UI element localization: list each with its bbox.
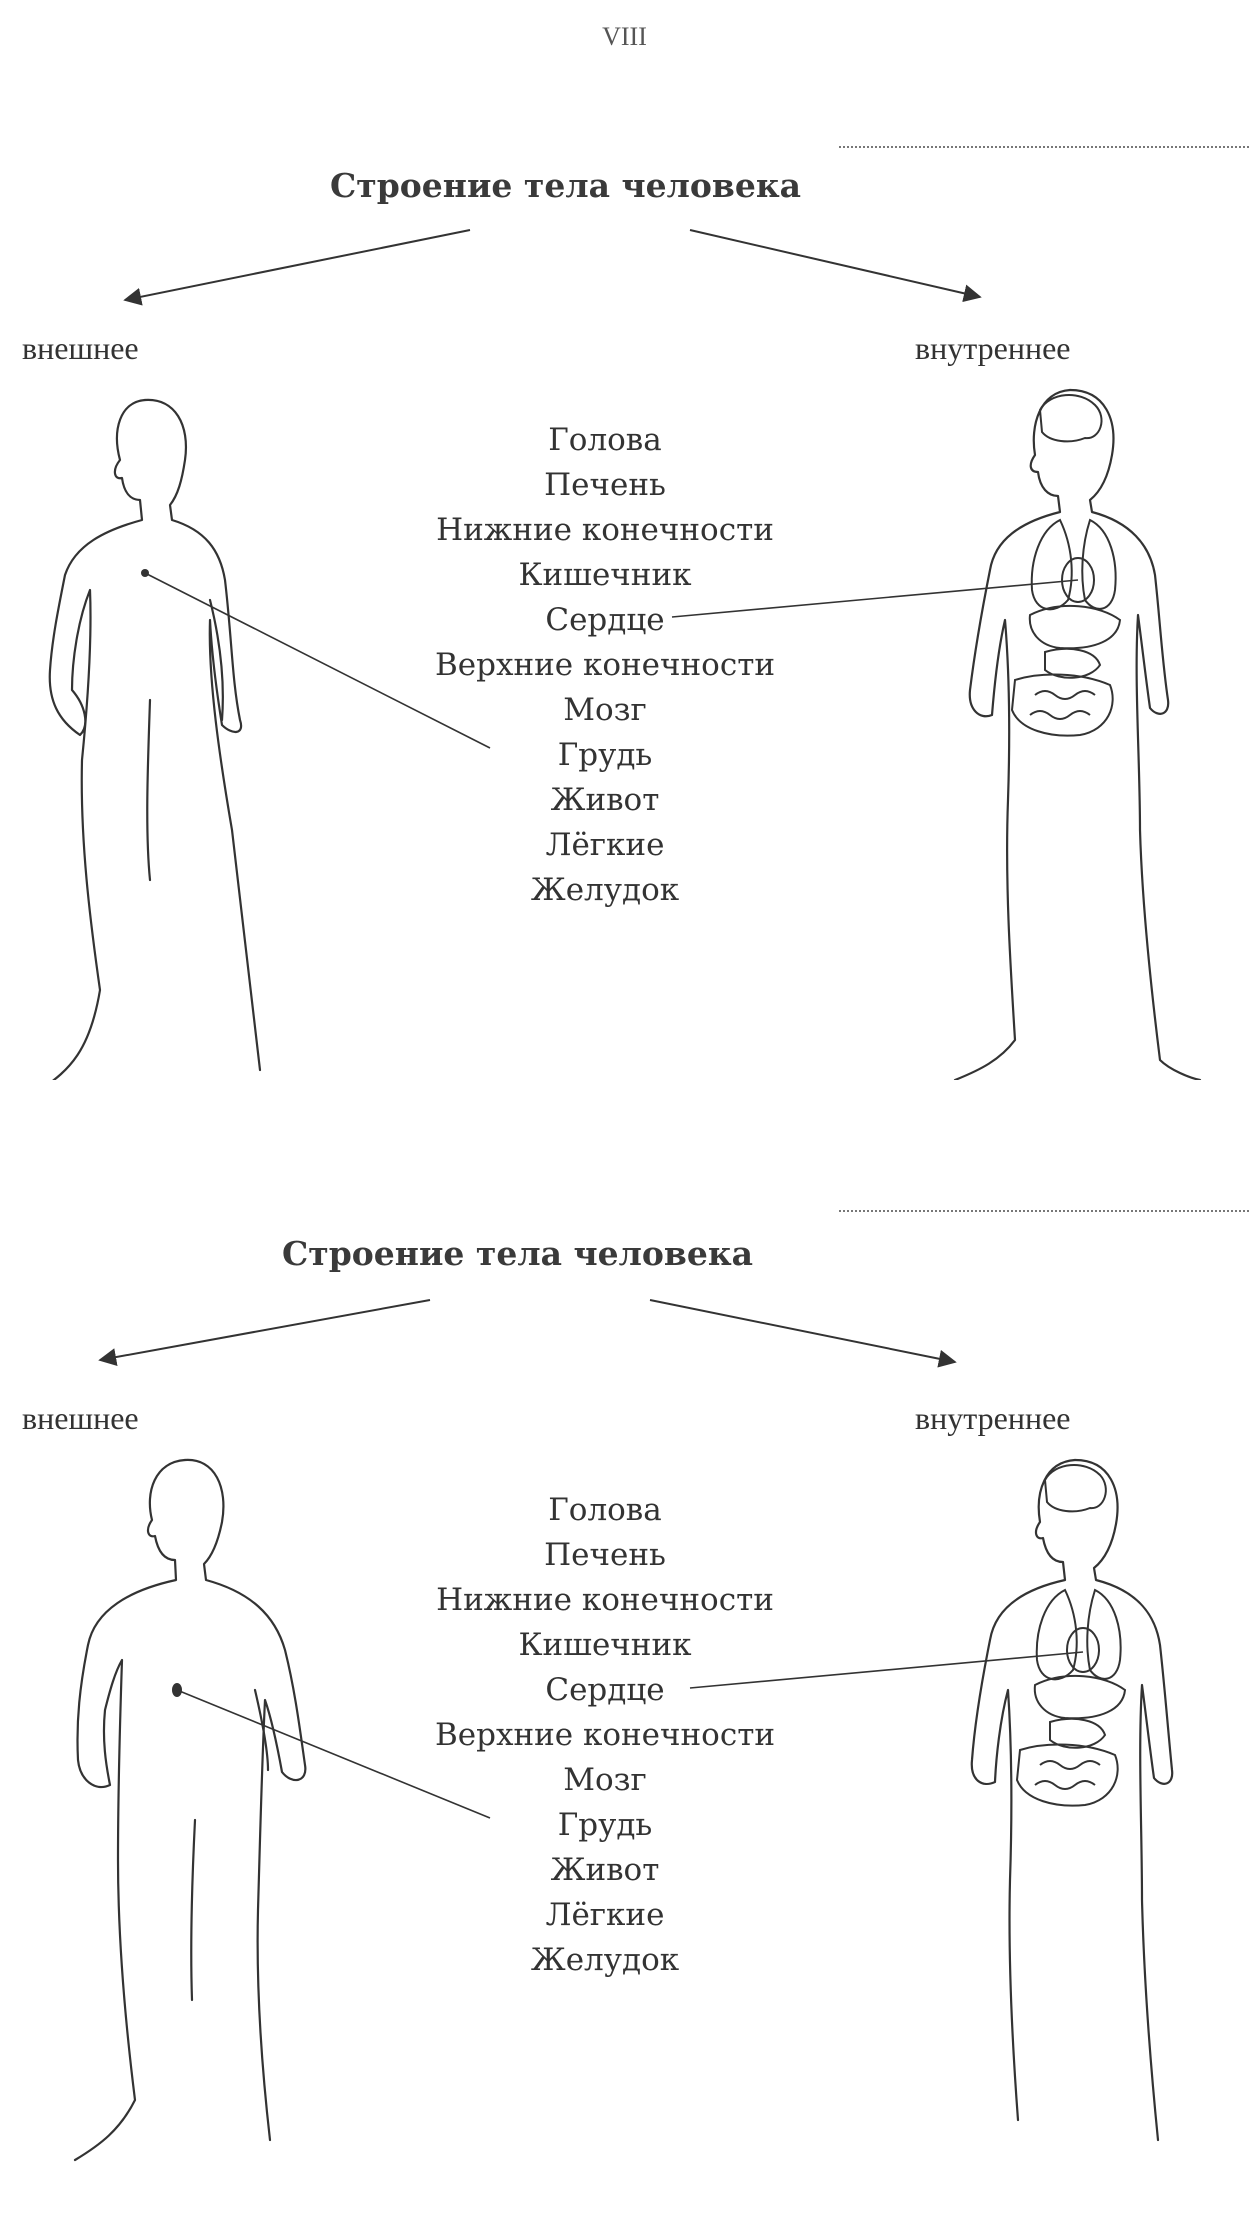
diagram-drawing — [73, 1299, 1174, 2162]
label-internal: внутреннее — [915, 330, 1071, 366]
term-item[interactable]: Кишечник — [518, 557, 692, 593]
term-item[interactable]: Печень — [544, 467, 666, 503]
term-item[interactable]: Мозг — [563, 1762, 647, 1798]
term-item[interactable]: Живот — [550, 1852, 660, 1888]
heart-connector — [689, 1651, 1084, 1689]
section-title: Строение тела человека — [282, 1234, 754, 1273]
arrow-left — [98, 1299, 431, 1366]
external-body-figure — [73, 1458, 307, 2162]
term-item[interactable]: Печень — [544, 1537, 666, 1573]
label-internal: внутреннее — [915, 1400, 1071, 1436]
worksheet-section-2: Строение тела человека внешнее внутренне… — [0, 1060, 1249, 2227]
term-item[interactable]: Мозг — [563, 692, 647, 728]
terms-list: Голова Печень Нижние конечности Кишечник… — [390, 1488, 820, 1983]
label-external: внешнее — [22, 1400, 139, 1436]
term-item[interactable]: Живот — [550, 782, 660, 818]
internal-body-figure — [970, 1458, 1174, 2142]
label-external: внешнее — [22, 330, 139, 366]
page-number: VIII — [602, 22, 647, 51]
term-item[interactable]: Голова — [548, 422, 662, 458]
term-item[interactable]: Лёгкие — [545, 827, 665, 863]
term-item[interactable]: Кишечник — [518, 1627, 692, 1663]
arrow-left — [123, 229, 471, 306]
section-title: Строение тела человека — [330, 166, 802, 205]
term-item[interactable]: Желудок — [530, 872, 680, 908]
term-item[interactable]: Нижние конечности — [436, 1582, 774, 1618]
term-item[interactable]: Сердце — [545, 1672, 665, 1708]
arrow-right — [649, 1299, 957, 1368]
arrow-right — [689, 229, 982, 303]
diagram-drawing — [48, 229, 1202, 1080]
term-item[interactable]: Верхние конечности — [434, 1717, 776, 1753]
terms-list: Голова Печень Нижние конечности Кишечник… — [390, 418, 820, 913]
answer-line — [839, 146, 1249, 148]
term-item[interactable]: Нижние конечности — [436, 512, 774, 548]
term-item[interactable]: Грудь — [557, 737, 653, 773]
term-item[interactable]: Лёгкие — [545, 1897, 665, 1933]
heart-connector — [671, 579, 1079, 618]
heart-shape — [1066, 1627, 1100, 1673]
internal-body-figure — [953, 388, 1202, 1080]
chest-connector — [176, 1689, 491, 1819]
term-item[interactable]: Желудок — [530, 1942, 680, 1978]
answer-line — [839, 1210, 1249, 1212]
heart-shape — [1061, 557, 1095, 603]
term-item[interactable]: Верхние конечности — [434, 647, 776, 683]
external-body-figure — [48, 398, 262, 1080]
worksheet-section-1: Строение тела человека внешнее внутренне… — [0, 0, 1249, 1080]
term-item[interactable]: Голова — [548, 1492, 662, 1528]
term-item[interactable]: Сердце — [545, 602, 665, 638]
chest-connector — [144, 572, 491, 749]
term-item[interactable]: Грудь — [557, 1807, 653, 1843]
